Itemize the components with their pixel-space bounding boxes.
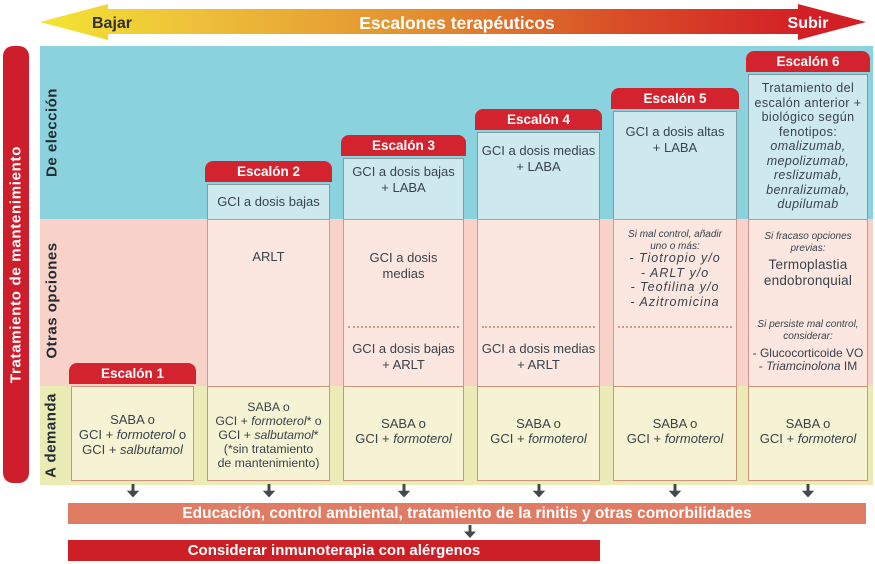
svg-text:Bajar: Bajar — [92, 15, 132, 32]
svg-text:Escalones terapéuticos: Escalones terapéuticos — [359, 13, 555, 33]
svg-text:Subir: Subir — [788, 15, 829, 32]
